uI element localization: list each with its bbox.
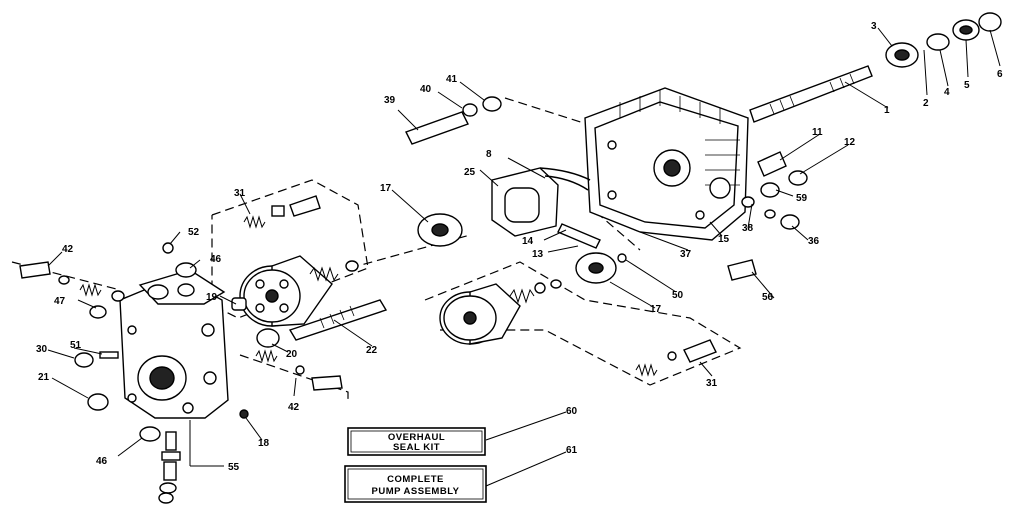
callout-labels: 1 2 3 4 5 6 8 11 12 13 14 15 17 17 18 19… — [36, 21, 1003, 473]
callout-25: 25 — [464, 167, 476, 178]
callout-13: 13 — [532, 249, 544, 260]
callout-18: 18 — [258, 438, 270, 449]
callout-30: 30 — [36, 344, 48, 355]
callout-15: 15 — [718, 234, 730, 245]
callout-6: 6 — [997, 69, 1003, 80]
pistons-top — [405, 96, 502, 145]
callout-17b: 17 — [650, 304, 662, 315]
gasket-56 — [727, 259, 757, 281]
callout-5: 5 — [964, 80, 970, 91]
callout-59: 59 — [796, 193, 808, 204]
housing-fittings — [741, 151, 808, 230]
input-shaft — [749, 65, 873, 123]
callout-50: 50 — [672, 290, 684, 301]
bottom-fittings — [139, 409, 249, 504]
callout-17a: 17 — [380, 183, 392, 194]
callout-8: 8 — [486, 149, 492, 160]
overhaul-seal-kit-box: OVERHAUL SEAL KIT — [347, 427, 486, 456]
callout-31a: 31 — [234, 188, 246, 199]
end-cap-block — [119, 242, 229, 419]
callout-39: 39 — [384, 95, 396, 106]
callout-20: 20 — [286, 349, 298, 360]
callout-51: 51 — [70, 340, 82, 351]
callout-31b: 31 — [706, 378, 718, 389]
callout-52: 52 — [188, 227, 200, 238]
callout-12: 12 — [844, 137, 856, 148]
callout-19: 19 — [206, 292, 218, 303]
cylinder-block-upper — [239, 195, 359, 327]
callout-4: 4 — [944, 87, 950, 98]
callout-61: 61 — [566, 445, 578, 456]
callout-60: 60 — [566, 406, 578, 417]
callout-42b: 42 — [288, 402, 300, 413]
callout-41: 41 — [446, 74, 458, 85]
overhaul-label-line1: OVERHAUL — [388, 432, 445, 443]
drive-shaft — [231, 297, 388, 348]
callout-22: 22 — [366, 345, 378, 356]
shaft-bearings — [885, 12, 1002, 68]
left-fittings — [19, 261, 343, 411]
callout-42a: 42 — [62, 244, 74, 255]
complete-pump-assembly-box: COMPLETE PUMP ASSEMBLY — [344, 465, 487, 503]
callout-14: 14 — [522, 236, 534, 247]
leader-lines — [47, 27, 1001, 487]
callout-21: 21 — [38, 372, 50, 383]
callout-46b: 46 — [96, 456, 108, 467]
callout-3: 3 — [871, 21, 877, 32]
callout-11: 11 — [812, 127, 823, 138]
overhaul-label-line2: SEAL KIT — [393, 442, 440, 453]
swash-plates — [417, 213, 617, 284]
center-plate — [491, 167, 627, 263]
callout-56: 56 — [762, 292, 774, 303]
callout-40: 40 — [420, 84, 432, 95]
cylinder-block-lower — [439, 279, 717, 377]
callout-36: 36 — [808, 236, 820, 247]
complete-label-line2: PUMP ASSEMBLY — [372, 486, 460, 497]
callout-55: 55 — [228, 462, 240, 473]
callout-46a: 46 — [210, 254, 222, 265]
complete-label-line1: COMPLETE — [387, 474, 444, 485]
callout-37: 37 — [680, 249, 692, 260]
main-housing — [584, 87, 749, 241]
callout-1: 1 — [884, 105, 890, 116]
callout-2: 2 — [923, 98, 929, 109]
callout-38: 38 — [742, 223, 754, 234]
callout-47: 47 — [54, 296, 66, 307]
